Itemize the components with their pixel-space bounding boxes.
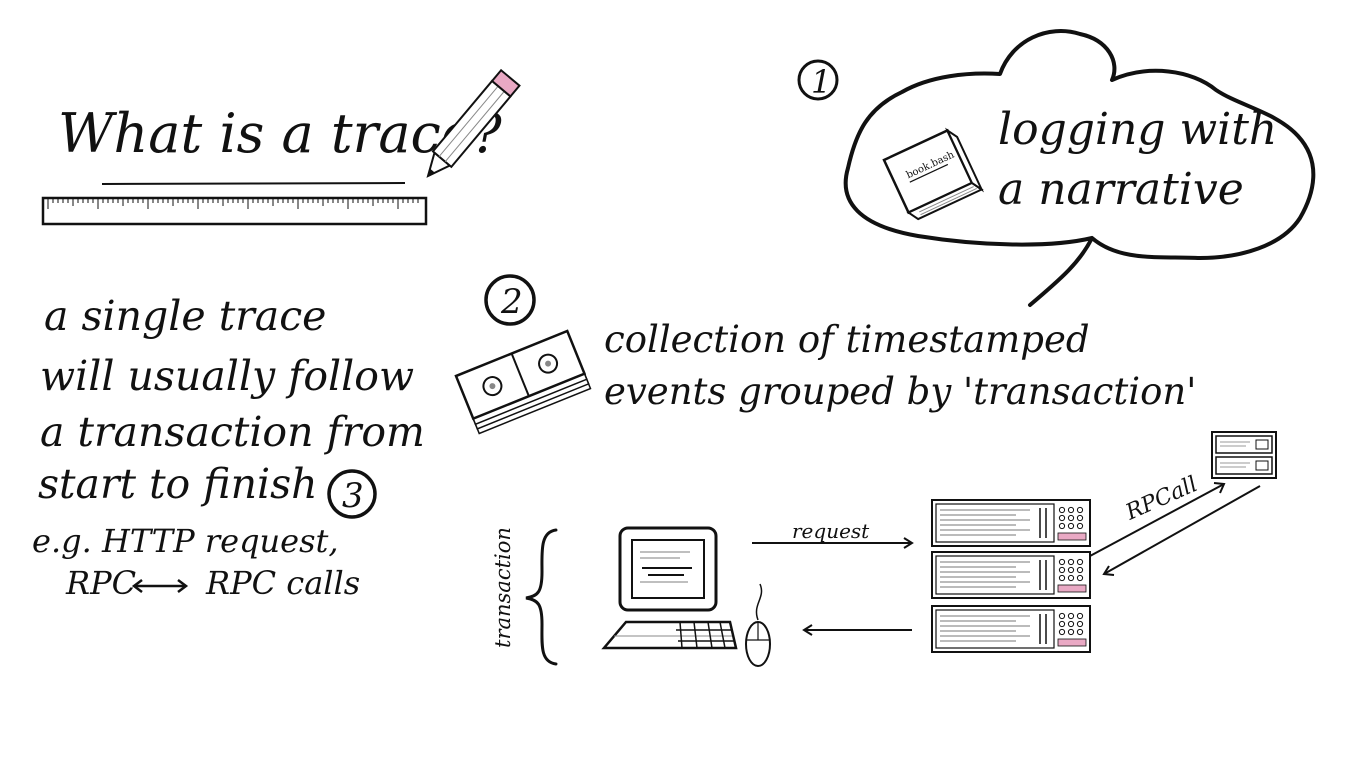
- server-unit: [932, 500, 1090, 546]
- example-rpc-right: RPC calls: [205, 564, 360, 602]
- step-1-marker: 1: [799, 61, 837, 101]
- transaction-label: transaction: [491, 527, 515, 648]
- book-icon: book.bash: [884, 128, 982, 222]
- server-rack-icon: [932, 500, 1090, 652]
- server-unit: [932, 552, 1090, 598]
- step-2-text-line-1: collection of timestamped: [604, 318, 1090, 361]
- step-3-line-1: a single trace: [44, 292, 326, 340]
- computer-icon: [604, 528, 736, 648]
- mouse-icon: [746, 584, 770, 666]
- transaction-brace: [526, 530, 556, 664]
- step-3-number: 3: [342, 476, 364, 516]
- ruler-icon: [43, 183, 426, 224]
- example-rpc-left: RPC: [65, 564, 136, 602]
- step-2-text-line-2: events grouped by 'transaction': [604, 370, 1196, 413]
- step-2-marker: 2: [486, 276, 534, 324]
- money-stack-icon: [456, 331, 590, 433]
- bidirectional-arrow-icon: [134, 580, 186, 592]
- step-3-line-3: a transaction from: [40, 408, 425, 456]
- step-3-line-2: will usually follow: [40, 352, 414, 400]
- example-line-1: e.g. HTTP request,: [32, 522, 339, 560]
- step-1-number: 1: [811, 63, 831, 101]
- step-3-marker: 3: [329, 471, 375, 517]
- response-arrow: [804, 625, 912, 635]
- step-1-text-line-1: logging with: [998, 104, 1277, 155]
- step-1-text-line-2: a narrative: [998, 164, 1244, 215]
- server-unit: [932, 606, 1090, 652]
- remote-server-icon: [1212, 432, 1276, 478]
- step-3-line-4: start to finish: [38, 460, 318, 508]
- request-label: request: [792, 519, 870, 543]
- step-2-number: 2: [500, 282, 523, 322]
